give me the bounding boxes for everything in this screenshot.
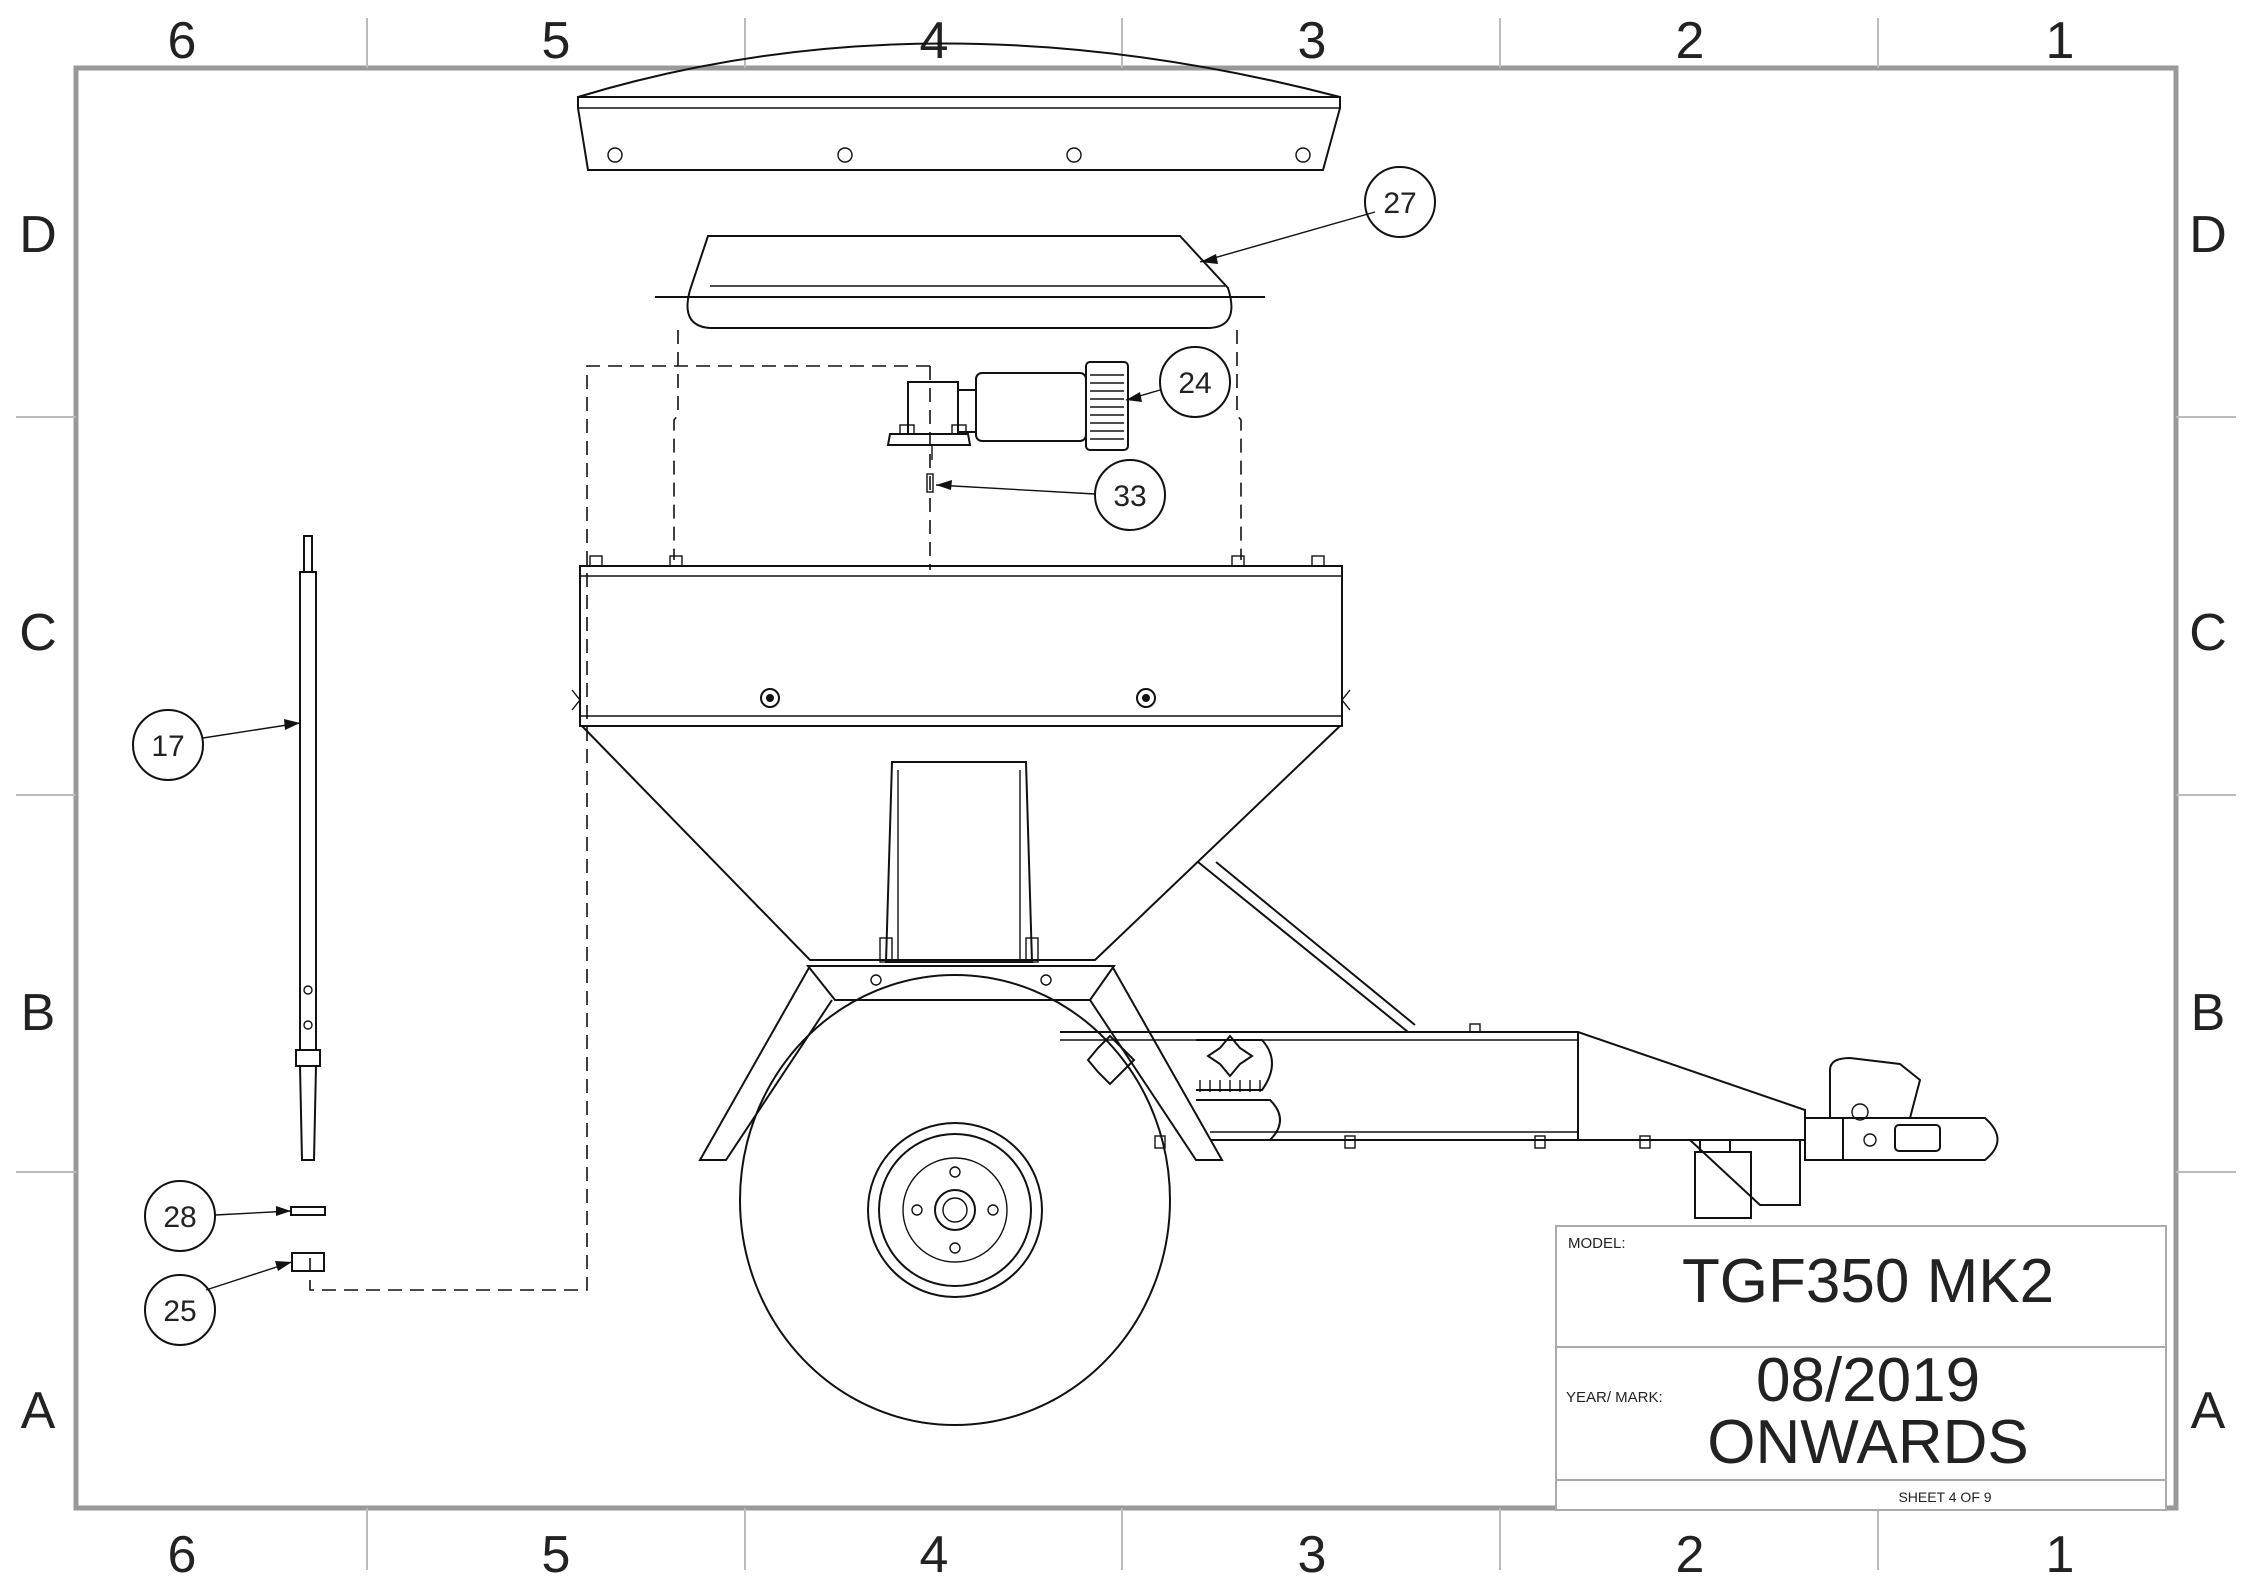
zone-row-right-D: D: [2189, 206, 2227, 264]
zone-row-left-C: C: [19, 604, 57, 662]
year-mark-label: YEAR/ MARK:: [1566, 1389, 1663, 1406]
balloon-28: 28: [144, 1180, 292, 1252]
balloon-24-label: 24: [1178, 367, 1211, 400]
zone-row-right-B: B: [2191, 984, 2226, 1042]
zone-ticks: [16, 18, 2236, 1570]
hopper-extension: [655, 235, 1265, 329]
axle-adjuster: [1086, 1034, 1281, 1141]
model-value: TGF350 MK2: [1682, 1247, 2054, 1316]
zone-col-bottom-1: 1: [2046, 1526, 2075, 1584]
model-label: MODEL:: [1568, 1235, 1626, 1252]
year-value-line1: 08/2019: [1756, 1346, 1980, 1415]
zone-col-top-6: 6: [168, 12, 197, 70]
zone-col-top-1: 1: [2046, 12, 2075, 70]
hopper-lid: [577, 42, 1341, 171]
projection-lines: [309, 330, 1242, 1291]
zone-col-top-3: 3: [1298, 12, 1327, 70]
balloon-28-label: 28: [163, 1201, 196, 1234]
zone-col-bottom-4: 4: [920, 1526, 949, 1584]
drawing-border: [73, 65, 2179, 1511]
spacer-part-28: [290, 1206, 326, 1216]
hopper-body: [571, 555, 1351, 961]
zone-col-top-4: 4: [920, 12, 949, 70]
balloon-17-label: 17: [151, 730, 184, 763]
balloon-33-label: 33: [1113, 480, 1146, 513]
zone-row-right-A: A: [2191, 1382, 2226, 1440]
balloon-24: 24: [1125, 346, 1231, 418]
collar-part-25: [291, 1252, 325, 1272]
balloon-25-label: 25: [163, 1295, 196, 1328]
zone-col-bottom-5: 5: [542, 1526, 571, 1584]
zone-col-top-5: 5: [542, 12, 571, 70]
spinner-motor: [886, 361, 1129, 460]
wheel: [739, 974, 1171, 1426]
zone-row-right-C: C: [2189, 604, 2227, 662]
zone-col-top-2: 2: [1676, 12, 1705, 70]
spinner-support: [879, 761, 1039, 963]
balloon-27: 27: [1199, 166, 1436, 264]
balloon-25: 25: [144, 1261, 293, 1346]
tow-hitch: [1804, 1056, 1999, 1161]
zone-col-bottom-2: 2: [1676, 1526, 1705, 1584]
shear-pin: [926, 473, 934, 493]
zone-col-bottom-3: 3: [1298, 1526, 1327, 1584]
title-block: MODEL: TGF350 MK2 YEAR/ MARK: 08/2019 ON…: [1555, 1225, 2167, 1511]
zone-row-left-A: A: [21, 1382, 56, 1440]
zone-row-left-B: B: [21, 984, 56, 1042]
zone-row-left-D: D: [19, 206, 57, 264]
balloon-17: 17: [132, 709, 301, 781]
sheet-number: SHEET 4 OF 9: [1898, 1489, 1991, 1505]
balloon-27-label: 27: [1383, 187, 1416, 220]
year-value-line2: ONWARDS: [1707, 1408, 2028, 1477]
zone-col-bottom-6: 6: [168, 1526, 197, 1584]
chassis-frame: [698, 861, 1806, 1219]
balloon-33: 33: [935, 459, 1166, 531]
agitator-rod: [295, 535, 321, 1161]
